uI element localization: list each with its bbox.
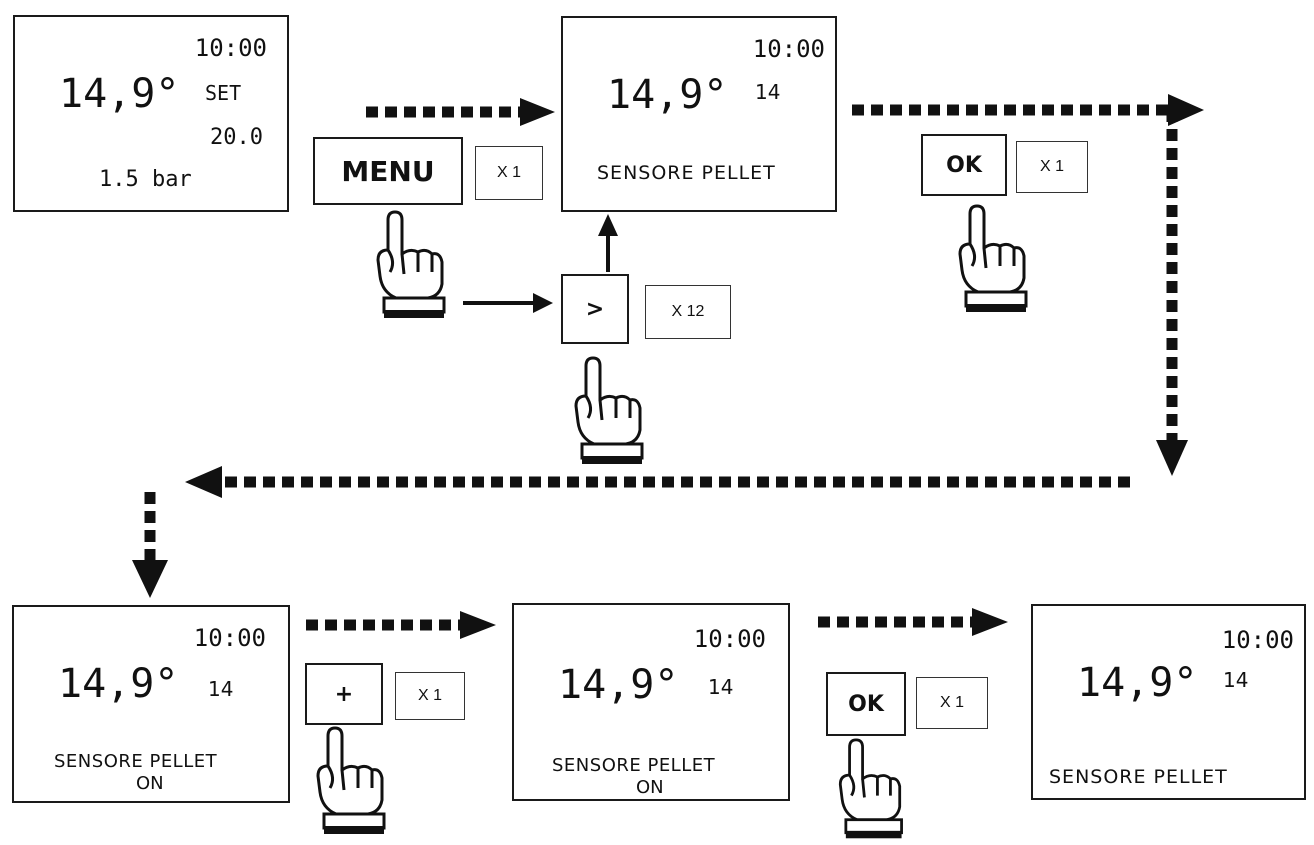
screen-menu-state: ON xyxy=(636,777,664,798)
screen-menu-number: 14 xyxy=(708,675,734,699)
pointing-hand-icon xyxy=(958,204,1028,312)
arrowhead-5 xyxy=(132,560,168,598)
screen-menu-label: SENSORE PELLET xyxy=(54,751,218,772)
screen-menu-number: 14 xyxy=(208,677,234,701)
screen-time: 10:00 xyxy=(1221,626,1294,654)
screen-menu-number: 14 xyxy=(1223,668,1249,692)
menu-button[interactable]: MENU xyxy=(313,137,463,205)
screen-time: 10:00 xyxy=(752,35,825,63)
arrowhead-2 xyxy=(1168,94,1204,126)
display-screen-home: 10:00 14,9° SET 20.0 1.5 bar xyxy=(13,15,289,212)
display-screen-sensore-on-2: 10:00 14,9° 14 SENSORE PELLET ON xyxy=(512,603,790,801)
ok-button-2[interactable]: OK xyxy=(826,672,906,736)
plus-press-count: X 1 xyxy=(395,672,465,720)
pointing-hand-icon xyxy=(316,726,386,834)
arrowhead-6 xyxy=(460,611,496,639)
screen-time: 10:00 xyxy=(194,34,267,62)
arrowhead-1 xyxy=(520,98,555,126)
arrowhead-3 xyxy=(1156,440,1188,476)
next-press-count: X 12 xyxy=(645,285,731,339)
screen-set-label: SET xyxy=(205,81,242,105)
ok-button[interactable]: OK xyxy=(921,134,1007,196)
screen-menu-label: SENSORE PELLET xyxy=(1049,766,1228,788)
screen-menu-number: 14 xyxy=(755,80,781,104)
pointing-hand-icon xyxy=(838,738,903,839)
screen-temperature: 14,9° xyxy=(1077,660,1198,706)
screen-time: 10:00 xyxy=(193,624,266,652)
arrowhead-4 xyxy=(185,466,222,498)
ok-press-count: X 1 xyxy=(1016,141,1088,193)
screen-menu-label: SENSORE PELLET xyxy=(552,755,716,776)
screen-set-value: 20.0 xyxy=(210,125,263,150)
screen-temperature: 14,9° xyxy=(59,71,180,117)
display-screen-sensore-saved: 10:00 14,9° 14 SENSORE PELLET xyxy=(1031,604,1306,800)
arrowhead-7 xyxy=(972,608,1008,636)
screen-temperature: 14,9° xyxy=(558,662,679,708)
screen-menu-label: SENSORE PELLET xyxy=(597,162,776,184)
screen-menu-state: ON xyxy=(136,773,164,794)
plus-button[interactable]: + xyxy=(305,663,383,725)
pointing-hand-icon xyxy=(376,210,446,318)
screen-temperature: 14,9° xyxy=(58,661,179,707)
screen-temperature: 14,9° xyxy=(607,72,728,118)
pointing-hand-icon xyxy=(574,356,644,464)
display-screen-sensore-on: 10:00 14,9° 14 SENSORE PELLET ON xyxy=(12,605,290,803)
ok-press-count-2: X 1 xyxy=(916,677,988,729)
display-screen-sensore-pellet: 10:00 14,9° 14 SENSORE PELLET xyxy=(561,16,837,212)
screen-time: 10:00 xyxy=(693,625,766,653)
next-button[interactable]: > xyxy=(561,274,629,344)
menu-press-count: X 1 xyxy=(475,146,543,200)
screen-pressure: 1.5 bar xyxy=(99,167,192,192)
